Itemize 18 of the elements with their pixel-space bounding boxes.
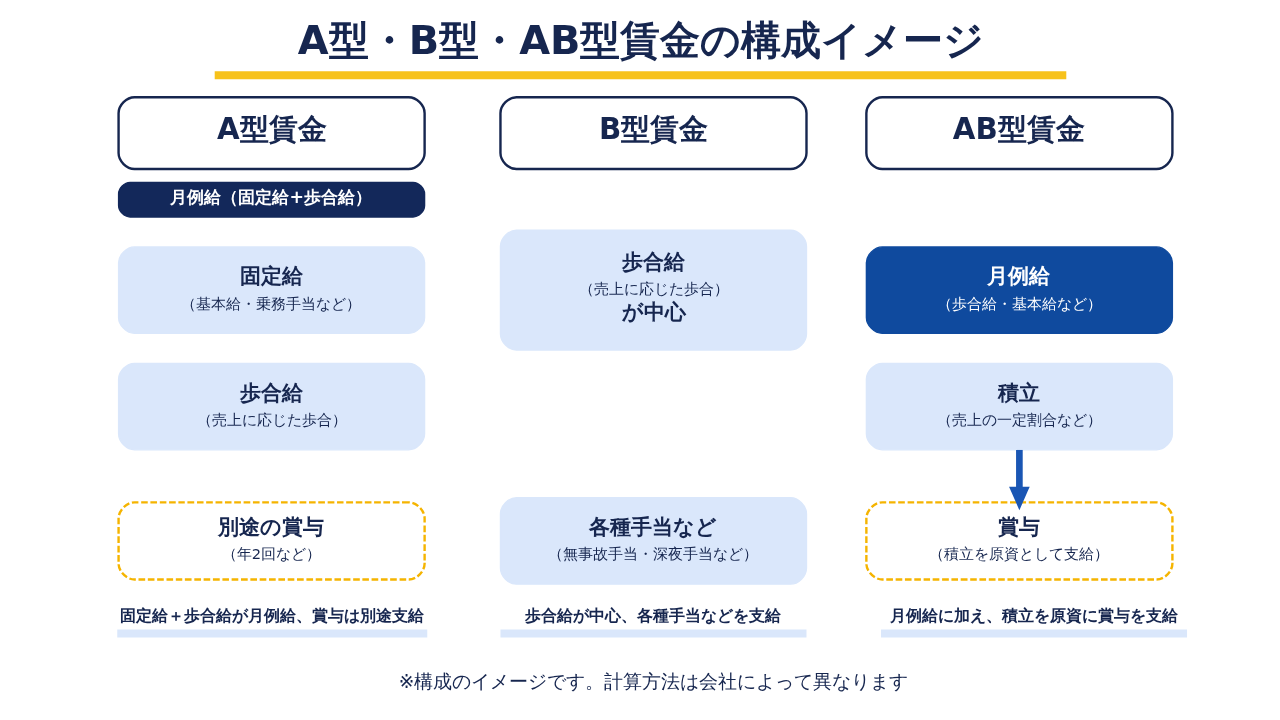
node-box: AB型賃金 bbox=[864, 96, 1174, 171]
diagram-title: A型・B型・AB型賃金の構成イメージ bbox=[297, 16, 984, 63]
node-box: 月例給（固定給+歩合給） bbox=[117, 181, 425, 218]
node-box: 各種手当など （無事故手当・深夜手当など） bbox=[499, 497, 807, 585]
node-box: 賞与 （積立を原資として支給） bbox=[864, 501, 1174, 581]
label: 歩合給が中心、各種手当などを支給 bbox=[524, 605, 781, 625]
node-box: 歩合給 （売上に応じた歩合） が中心 bbox=[499, 229, 807, 351]
node-box: A型賃金 bbox=[116, 96, 426, 171]
caption: ※構成のイメージです。計算方法は会社によって異なります bbox=[398, 670, 908, 692]
node-box: 固定給 （基本給・乗務手当など） bbox=[117, 246, 425, 335]
label: 月例給に加え、積立を原資に賞与を支給 bbox=[889, 605, 1178, 625]
node-box: 積立 （売上の一定割合など） bbox=[865, 362, 1173, 451]
node-box: 歩合給 （売上に応じた歩合） bbox=[117, 362, 425, 451]
node-box: 別途の賞与 （年2回など） bbox=[116, 501, 426, 581]
node-box: 月例給 （歩合給・基本給など） bbox=[865, 246, 1173, 335]
node-box: B型賃金 bbox=[498, 96, 808, 171]
label: 固定給＋歩合給が月例給、賞与は別途支給 bbox=[119, 605, 424, 625]
arrow bbox=[1008, 449, 1030, 511]
